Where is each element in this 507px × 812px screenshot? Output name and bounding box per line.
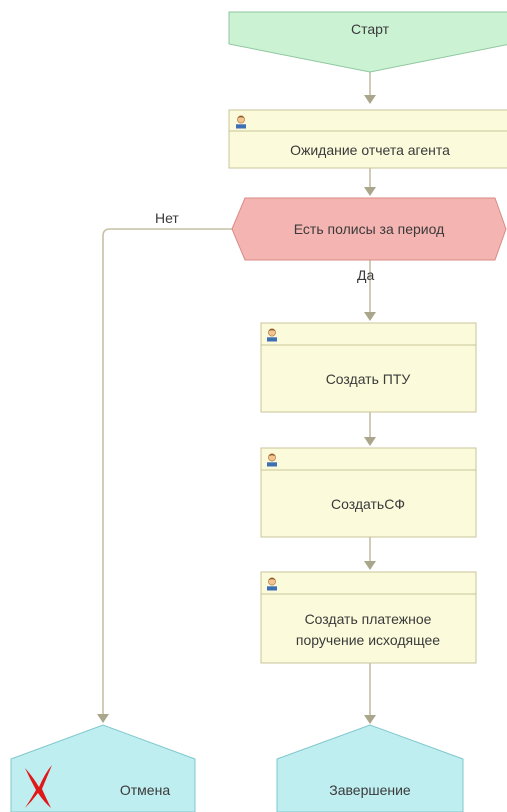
arrow-head-condition <box>364 187 376 196</box>
edge-label-no: Нет <box>155 210 179 226</box>
connectors <box>97 72 376 724</box>
arrow-head-sf <box>364 437 376 446</box>
arrow-head-wait <box>364 95 376 104</box>
arrow-head-cancel <box>97 714 109 723</box>
start-node-label: Старт <box>351 21 390 37</box>
task-create-ptu[interactable]: Создать ПТУ <box>260 322 477 413</box>
finish-node-label: Завершение <box>329 782 411 798</box>
cancel-node[interactable]: Отмена <box>10 724 196 812</box>
task-create-payment-label-line2: поручение исходящее <box>296 632 440 648</box>
start-node[interactable]: Старт <box>228 11 507 73</box>
edge-condition-to-cancel <box>102 228 232 716</box>
arrow-head-payment <box>364 561 376 570</box>
task-wait-report[interactable]: Ожидание отчета агента <box>228 109 507 169</box>
condition-node[interactable]: Есть полисы за период <box>231 197 507 261</box>
condition-node-label: Есть полисы за период <box>294 221 445 237</box>
cancel-node-label: Отмена <box>120 782 170 798</box>
arrow-head-ptu <box>364 312 376 321</box>
finish-node[interactable]: Завершение <box>276 724 464 812</box>
task-create-payment[interactable]: Создать платежное поручение исходящее <box>260 571 477 664</box>
task-create-sf[interactable]: СоздатьСФ <box>260 447 477 538</box>
cross-icon <box>25 765 52 808</box>
arrow-head-finish <box>364 715 376 724</box>
task-create-payment-label-line1: Создать платежное <box>305 611 432 627</box>
edge-label-yes: Да <box>357 267 374 283</box>
task-create-sf-label: СоздатьСФ <box>331 496 405 512</box>
task-create-ptu-label: Создать ПТУ <box>326 371 411 387</box>
task-wait-report-label: Ожидание отчета агента <box>290 142 450 158</box>
